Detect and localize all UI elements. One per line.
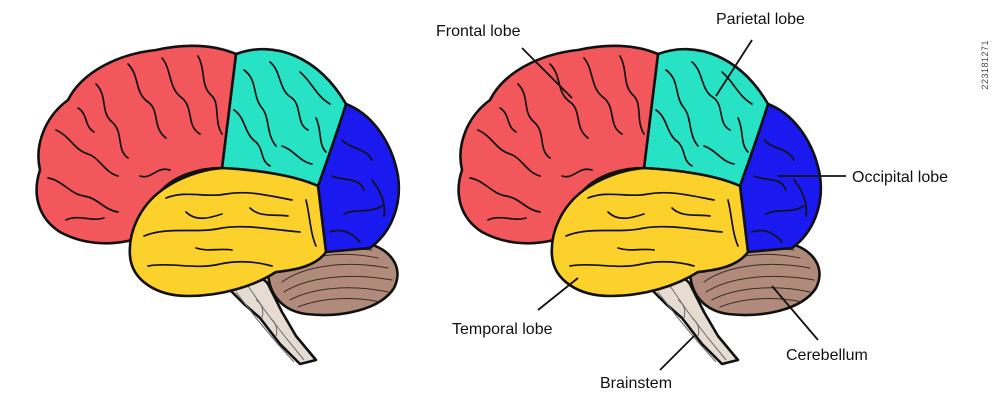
brain-illustration-left <box>35 44 401 366</box>
occipital-lobe-label: Occipital lobe <box>852 169 948 186</box>
stock-image-id: 223181271 <box>980 40 990 90</box>
temporal-leader <box>537 277 579 311</box>
cerebellum-leader <box>771 285 819 341</box>
brainstem-leader <box>659 335 695 371</box>
brainstem-label: Brainstem <box>600 375 672 392</box>
parietal-lobe-label: Parietal lobe <box>716 11 805 28</box>
temporal-lobe-label: Temporal lobe <box>452 321 553 338</box>
frontal-lobe-label: Frontal lobe <box>436 23 521 40</box>
frontal-leader <box>521 47 573 99</box>
stock-image-id-watermark: 223181271 <box>980 40 994 360</box>
brain-illustration-right <box>457 44 823 366</box>
cerebellum-label: Cerebellum <box>786 347 868 364</box>
parietal-leader <box>715 39 753 97</box>
